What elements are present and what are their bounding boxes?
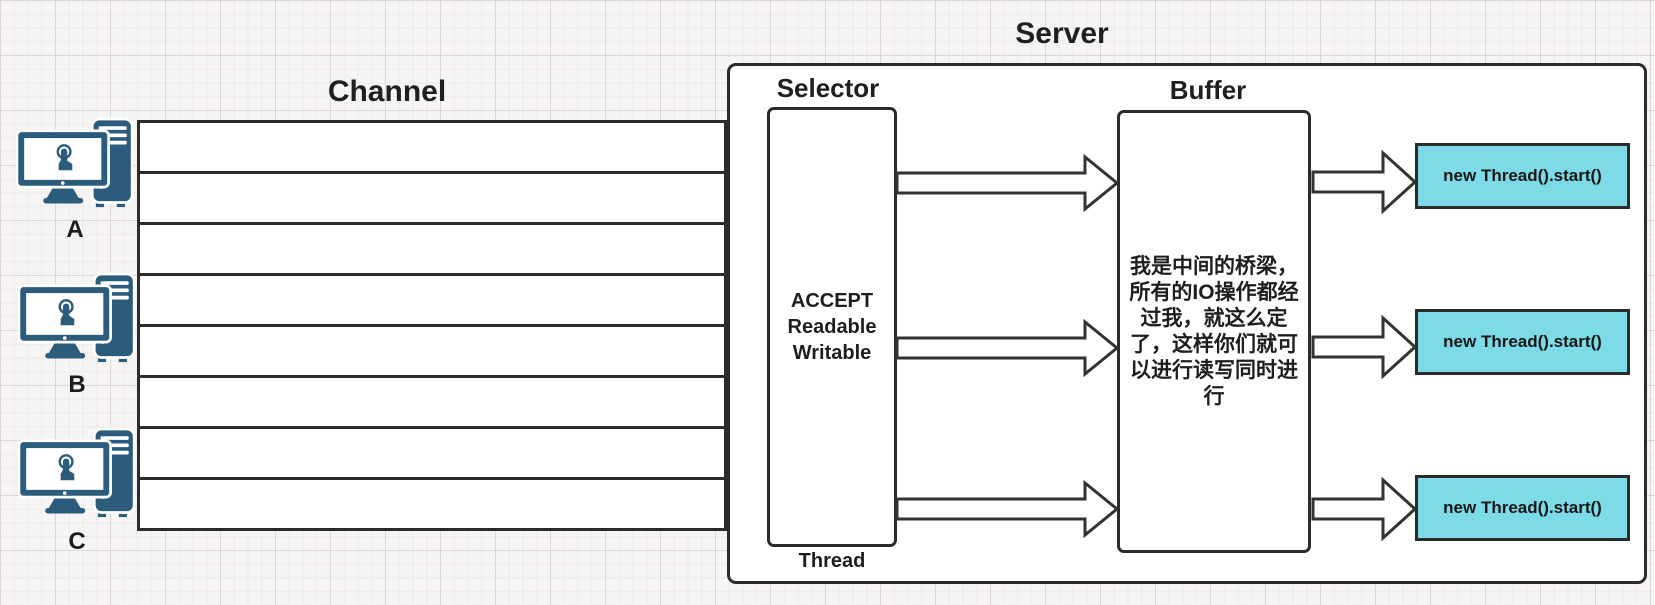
client-label-a: A [66, 216, 84, 243]
selector-title: Selector [776, 73, 880, 103]
channel-lane [140, 378, 724, 429]
thread-start-label: new Thread().start() [1443, 166, 1602, 185]
channel-title: Channel [327, 75, 447, 108]
channel-lane [140, 429, 724, 480]
buffer-to-thread-arrow-3 [1311, 477, 1418, 541]
buffer-to-thread-arrow-1 [1311, 150, 1418, 214]
buffer-note-text: 我是中间的桥梁， 所有的IO操作都经 过我，就这么定 了，这样你们就可 以进行读… [1129, 254, 1299, 408]
monitor-touch-icon [18, 284, 112, 359]
buffer-box: 我是中间的桥梁， 所有的IO操作都经 过我，就这么定 了，这样你们就可 以进行读… [1117, 110, 1311, 553]
client-computer-icon-c [18, 427, 136, 518]
channel-lane [140, 123, 724, 174]
thread-start-label: new Thread().start() [1443, 498, 1602, 517]
thread-start-box-3: new Thread().start() [1415, 475, 1630, 541]
client-computer-icon-b [18, 272, 136, 363]
thread-start-box-2: new Thread().start() [1415, 309, 1630, 375]
channel-lane [140, 174, 724, 225]
selector-events-text: ACCEPT Readable Writable [787, 290, 877, 364]
selector-to-buffer-arrow-2 [895, 319, 1120, 377]
server-title: Server [1015, 17, 1109, 50]
channel-lanes [137, 120, 727, 531]
client-label-b: B [68, 371, 86, 398]
channel-lane [140, 480, 724, 528]
selector-to-buffer-arrow-1 [895, 154, 1120, 212]
buffer-to-thread-arrow-2 [1311, 315, 1418, 379]
buffer-title: Buffer [1169, 75, 1247, 105]
selector-thread-label: Thread [798, 550, 866, 572]
thread-start-label: new Thread().start() [1443, 332, 1602, 351]
selector-to-buffer-arrow-3 [895, 480, 1120, 538]
client-label-c: C [68, 528, 86, 555]
channel-lane [140, 327, 724, 378]
channel-lane [140, 276, 724, 327]
selector-box: ACCEPT Readable Writable [767, 107, 897, 547]
thread-start-box-1: new Thread().start() [1415, 143, 1630, 209]
monitor-touch-icon [18, 439, 112, 514]
channel-lane [140, 225, 724, 276]
monitor-touch-icon [16, 129, 110, 204]
client-computer-icon-a [16, 117, 134, 208]
